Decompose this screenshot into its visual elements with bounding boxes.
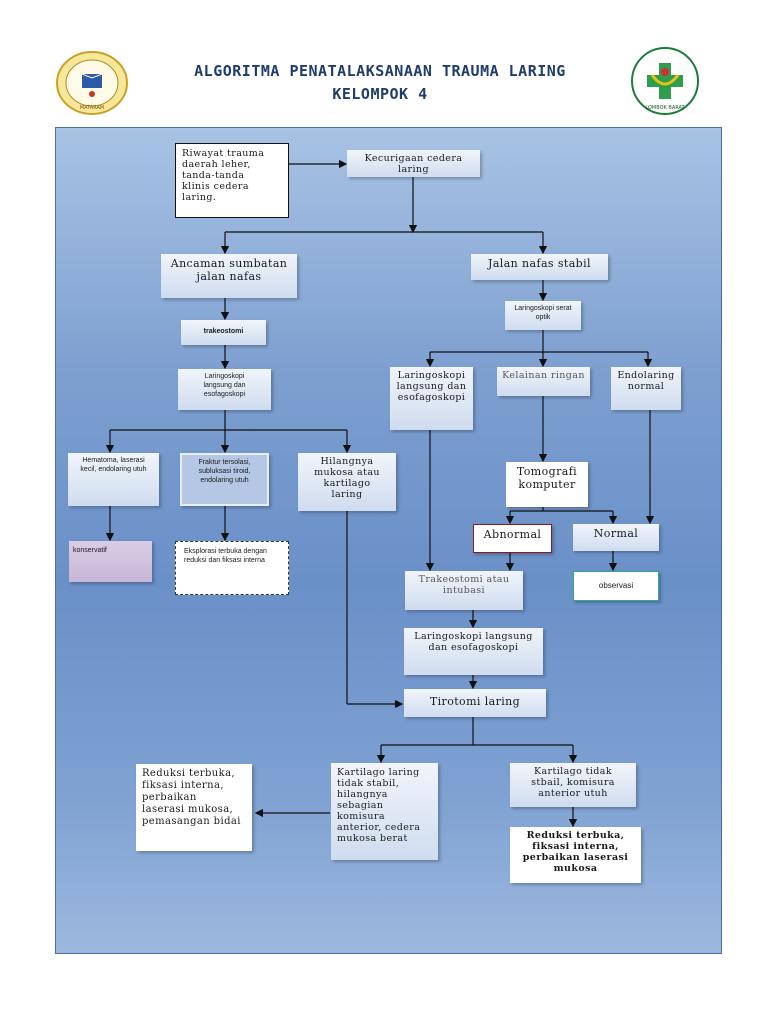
college-logo: MATARAM xyxy=(56,51,128,115)
box-observasi: observasi xyxy=(573,571,659,601)
svg-text:MATARAM: MATARAM xyxy=(80,105,104,111)
box-laringoskopi-bawah: Laringoskopi langsung dan esofagoskopi xyxy=(404,628,543,675)
box-trakeostomi-intubasi: Trakeostomi atau intubasi xyxy=(405,571,523,610)
box-eksplorasi-terbuka: Eksplorasi terbuka dengan reduksi dan fi… xyxy=(175,541,289,595)
box-laringoskopi-kiri: Laringoskopi langsung dan esofagoskopi xyxy=(178,369,271,410)
box-kecurigaan-cedera: Kecurigaan cedera laring xyxy=(347,150,480,177)
box-trakeostomi: trakeostomi xyxy=(181,320,266,345)
box-ancaman-sumbatan: Ancaman sumbatan jalan nafas xyxy=(161,254,297,298)
box-hilangnya-mukosa: Hilangnya mukosa atau kartilago laring xyxy=(298,453,396,511)
box-hematoma: Hematoma, laserasi kecil, endolaring utu… xyxy=(68,453,159,506)
box-endolaring-normal: Endolaring normal xyxy=(611,367,681,410)
box-tomografi-komputer: Tomografi komputer xyxy=(506,462,588,507)
box-laringoskopi-serat-optik: Laringoskopi serat optik xyxy=(505,301,581,330)
box-konservatif: konservatif xyxy=(69,541,152,582)
box-kartilago-tidak-stabil: Kartilago laring tidak stabil, hilangnya… xyxy=(331,763,438,860)
box-reduksi-kiri: Reduksi terbuka, fiksasi interna, perbai… xyxy=(136,764,252,851)
box-riwayat-trauma: Riwayat trauma daerah leher, tanda-tanda… xyxy=(175,143,289,218)
box-fraktur: Fraktur tersolasi, subluksasi tiroid, en… xyxy=(180,453,269,506)
svg-text:LOMBOK BARAT: LOMBOK BARAT xyxy=(645,105,685,111)
box-tirotomi-laring: Tirotomi laring xyxy=(404,689,546,717)
page-subtitle: KELOMPOK 4 xyxy=(332,85,428,103)
box-abnormal: Abnormal xyxy=(473,524,552,553)
box-laringoskopi-tengah: Laringoskopi langsung dan esofagoskopi xyxy=(390,367,473,430)
box-normal: Normal xyxy=(573,524,659,551)
hospital-logo: LOMBOK BARAT xyxy=(631,47,699,115)
box-kelainan-ringan: Kelainan ringan xyxy=(497,367,590,396)
box-reduksi-kanan: Reduksi terbuka, fiksasi interna, perbai… xyxy=(510,827,641,883)
box-kartilago-stabil: Kartilago tidak stbail, komisura anterio… xyxy=(510,763,636,807)
page-title: ALGORITMA PENATALAKSANAAN TRAUMA LARING xyxy=(194,62,566,80)
box-jalan-nafas-stabil: Jalan nafas stabil xyxy=(471,254,608,280)
